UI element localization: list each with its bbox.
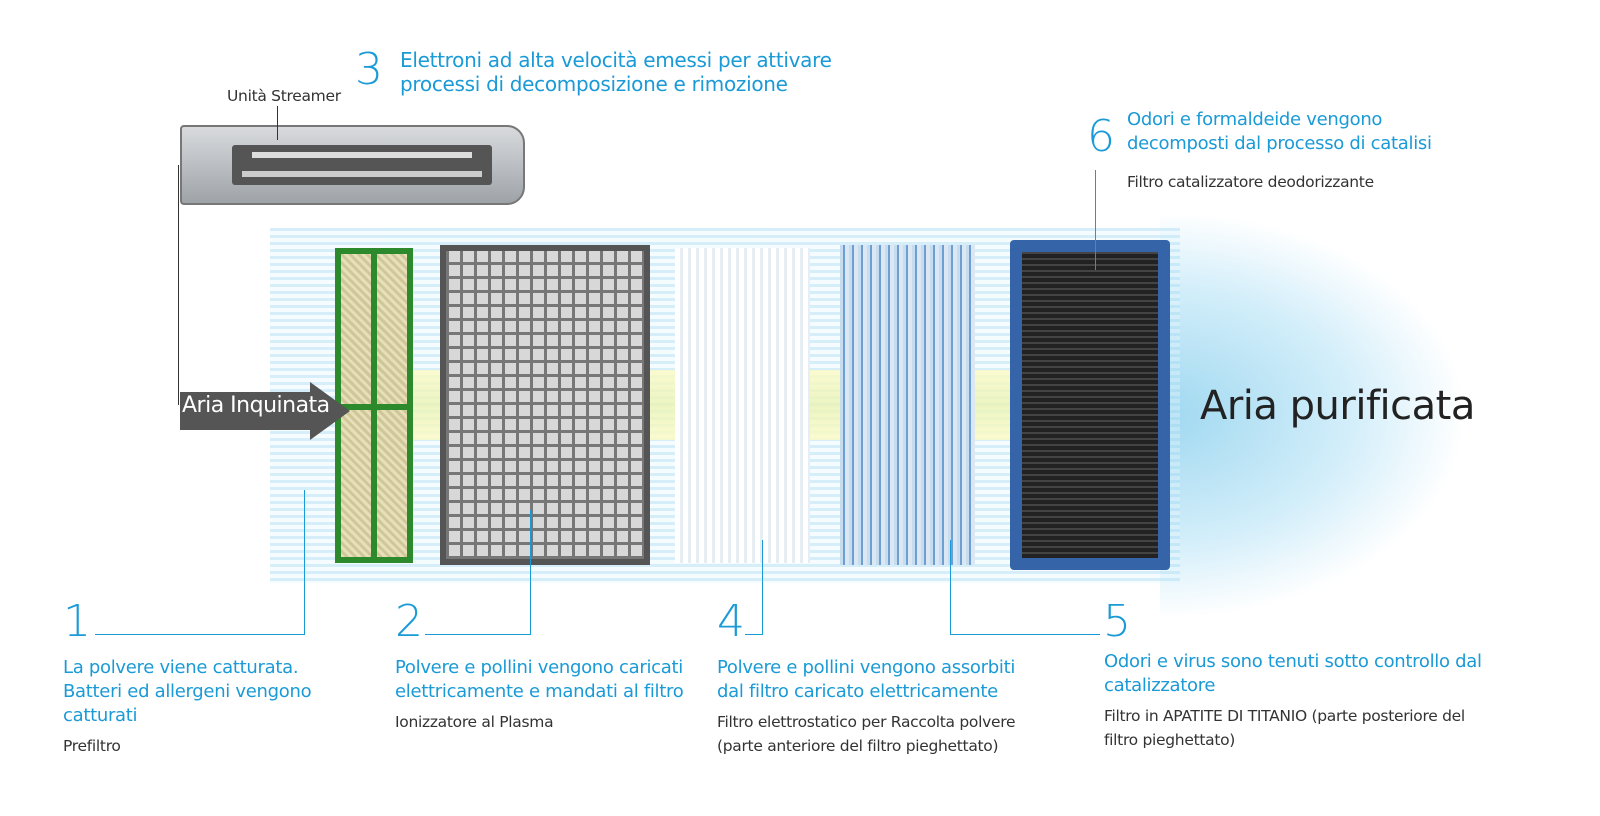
streamer-unit (180, 125, 525, 205)
polluted-air-label: Aria Inquinata (182, 393, 330, 418)
electrostatic-filter-front (675, 248, 810, 563)
step-heading: Odori e virus sono tenuti sotto controll… (1104, 651, 1482, 696)
step-number: 2 (395, 596, 423, 647)
step-heading: La polvere viene catturata.Batteri ed al… (63, 657, 312, 726)
step-6-number: 6 (1087, 111, 1115, 162)
titanium-apatite-filter (840, 245, 975, 565)
deodorizing-catalyst-filter (1010, 240, 1170, 570)
step-number: 4 (717, 596, 745, 647)
polluted-air-arrow (180, 382, 350, 440)
step-number: 1 (63, 596, 91, 647)
step-5: Odori e virus sono tenuti sotto controll… (1104, 650, 1482, 752)
step-1: 1 La polvere viene catturata.Batteri ed … (63, 596, 312, 758)
step-6-sub: Filtro catalizzatore deodorizzante (1127, 173, 1374, 191)
step-sub: Filtro elettrostatico per Raccolta polve… (717, 713, 1016, 755)
step-3-number: 3 (355, 44, 383, 95)
streamer-unit-label: Unità Streamer (227, 87, 341, 105)
plasma-ionizer (440, 245, 650, 565)
step-3-heading: Elettroni ad alta velocità emessi per at… (400, 48, 832, 96)
purified-air-label: Aria purificata (1200, 383, 1475, 429)
step-5-number: 5 (1103, 596, 1131, 647)
step-sub: Filtro in APATITE DI TITANIO (parte post… (1104, 707, 1465, 749)
purified-air-plume (1160, 215, 1460, 615)
step-sub: Ionizzatore al Plasma (395, 713, 554, 731)
step-sub: Prefiltro (63, 737, 121, 755)
